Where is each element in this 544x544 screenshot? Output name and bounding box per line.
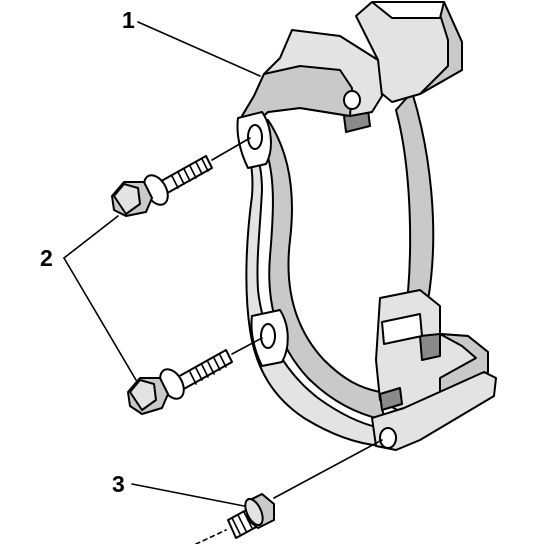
lower-bolt-alignment-line xyxy=(231,337,263,355)
leader-line-3 xyxy=(131,483,245,507)
leader-line-2-lower xyxy=(63,257,137,381)
caliper-bracket xyxy=(236,1,497,451)
bracket-top-slot xyxy=(371,1,445,19)
upper-boss-hole xyxy=(343,90,361,110)
alignment-lines xyxy=(211,137,383,499)
callout-1: 1 xyxy=(122,7,135,33)
bracket-bottom-slot xyxy=(381,313,423,345)
leader-line-2-upper xyxy=(63,215,119,259)
callout-2: 2 xyxy=(40,245,53,271)
leader-line-1 xyxy=(137,21,261,77)
bracket-lower-mount-hole xyxy=(260,323,276,349)
bracket-top-ear-face xyxy=(241,65,353,131)
guide-pin-bolt xyxy=(195,493,275,544)
lower-boss-hole xyxy=(379,427,397,449)
bracket-bottom-ear xyxy=(371,371,497,451)
upper-bolt-alignment-line xyxy=(211,137,251,161)
guide-bolt-alignment-line xyxy=(273,439,383,499)
callout-3: 3 xyxy=(112,471,125,497)
mounting-bolt-lower xyxy=(127,349,233,415)
bracket-bottom-step xyxy=(419,333,441,361)
guide-bolt-axis-line xyxy=(195,529,227,544)
mounting-bolt-upper xyxy=(111,155,213,217)
lower-bolt-head-face xyxy=(129,379,157,411)
leader-lines xyxy=(63,21,261,507)
bracket-bottom-tab xyxy=(379,387,403,411)
bracket-upper-mount-hole xyxy=(247,124,263,150)
upper-bolt-head-face xyxy=(113,183,141,215)
guide-bolt-flange xyxy=(244,497,264,527)
